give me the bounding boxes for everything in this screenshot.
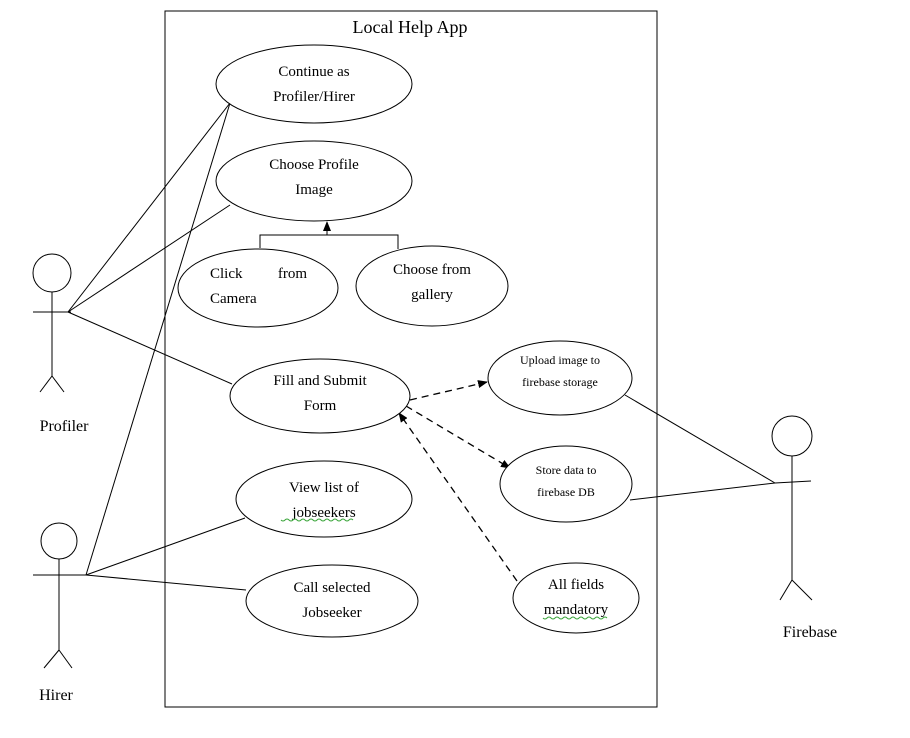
- assoc-hirer-continue: [85, 102, 231, 576]
- include-store-arrow: [405, 405, 511, 469]
- use-case-click-camera-line2: Camera: [210, 291, 257, 307]
- actor-hirer-head: [40, 522, 78, 560]
- use-case-upload: Upload image to firebase storage: [487, 340, 633, 416]
- use-case-choose-image-line1: Choose Profile: [269, 157, 359, 173]
- use-case-view-list-line2: jobseekers: [291, 505, 355, 521]
- use-case-mandatory-line2: mandatory: [544, 602, 609, 618]
- associations: [67, 102, 776, 591]
- actor-profiler: [32, 253, 72, 393]
- use-case-call: Call selected Jobseeker: [245, 564, 419, 638]
- use-case-choose-image-line2: Image: [295, 182, 333, 198]
- mandatory-to-form-arrow: [398, 412, 518, 582]
- use-case-click-camera-word1: Click: [210, 266, 243, 282]
- system-title: Local Help App: [353, 17, 468, 37]
- use-case-mandatory-line1: All fields: [548, 577, 604, 593]
- include-upload-arrow: [409, 380, 488, 401]
- use-case-fill-submit: Fill and Submit Form: [229, 358, 411, 434]
- use-case-upload-line1: Upload image to: [520, 353, 600, 367]
- spellcheck-squiggle: [542, 616, 608, 620]
- use-case-store: Store data to firebase DB: [499, 445, 633, 523]
- actor-firebase-label: Firebase: [783, 624, 837, 641]
- use-case-continue-line2: Profiler/Hirer: [273, 89, 355, 105]
- assoc-profiler-continue: [67, 102, 231, 313]
- actor-hirer: [33, 522, 86, 669]
- use-case-view-list-line1: View list of: [289, 480, 359, 496]
- assoc-hirer-view-list: [85, 517, 246, 576]
- assoc-profiler-fill-form: [67, 311, 233, 385]
- actor-profiler-head: [32, 253, 72, 293]
- use-case-upload-line2: firebase storage: [522, 375, 598, 389]
- use-case-choose-image: Choose Profile Image: [215, 140, 413, 222]
- use-case-click-camera-word2: from: [278, 266, 307, 282]
- use-case-click-camera: Click from Camera: [177, 248, 339, 328]
- assoc-firebase-store: [629, 482, 776, 501]
- actor-hirer-label: Hirer: [39, 687, 73, 704]
- use-case-store-line1: Store data to: [536, 463, 597, 477]
- use-case-call-line2: Jobseeker: [302, 605, 361, 621]
- system-boundary: [164, 10, 658, 708]
- assoc-profiler-choose-image: [67, 204, 231, 313]
- use-case-fill-submit-line2: Form: [304, 398, 337, 414]
- use-case-fill-submit-line1: Fill and Submit: [273, 373, 367, 389]
- use-case-call-line1: Call selected: [293, 580, 371, 596]
- use-case-gallery: Choose from gallery: [355, 245, 509, 327]
- assoc-hirer-call: [85, 574, 247, 591]
- use-case-view-list: View list of jobseekers: [235, 460, 413, 538]
- use-case-gallery-line1: Choose from: [393, 262, 471, 278]
- use-case-gallery-line2: gallery: [411, 287, 453, 303]
- actor-firebase-head: [771, 415, 813, 457]
- assoc-firebase-upload: [624, 394, 776, 484]
- dependencies: [398, 380, 518, 582]
- use-case-mandatory: All fields mandatory: [512, 562, 640, 634]
- actor-firebase: [771, 415, 813, 601]
- use-case-continue-line1: Continue as: [278, 64, 349, 80]
- use-case-continue: Continue as Profiler/Hirer: [215, 44, 413, 124]
- spellcheck-squiggle: [280, 518, 354, 522]
- use-case-store-line2: firebase DB: [537, 485, 595, 499]
- generalization-connector: [259, 221, 399, 249]
- actor-profiler-label: Profiler: [40, 418, 90, 435]
